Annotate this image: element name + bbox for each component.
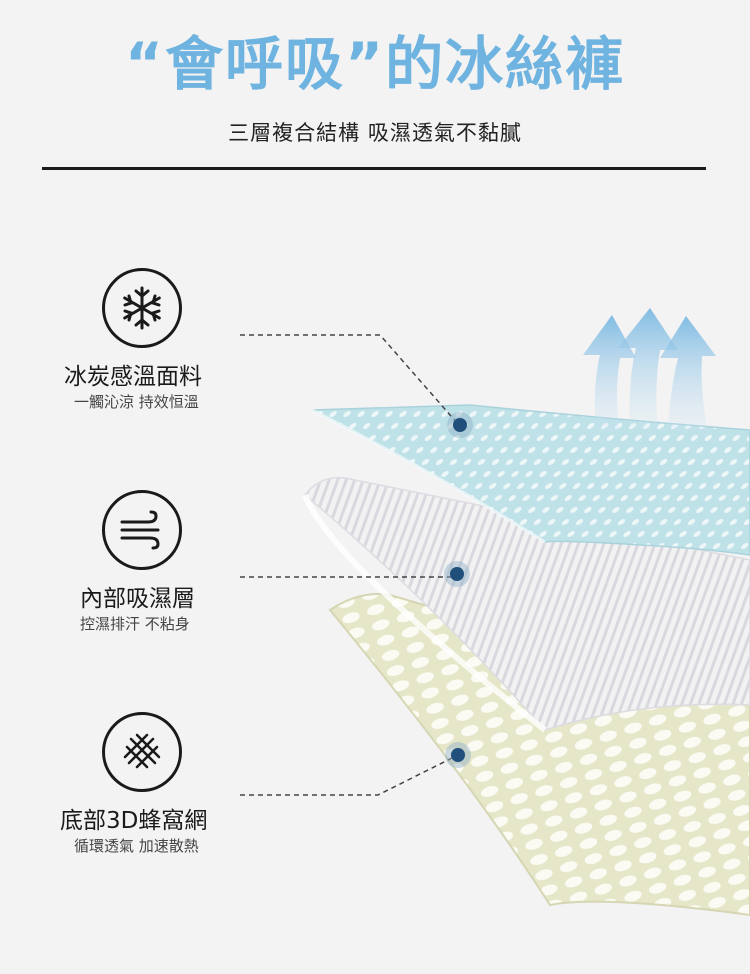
snowflake-icon xyxy=(102,268,182,348)
feature-title-absorb: 內部吸濕層 xyxy=(80,586,195,612)
airflow-arrows xyxy=(583,308,716,432)
marker-bottom xyxy=(445,742,471,768)
feature-title-cooling: 冰炭感溫面料 xyxy=(64,364,202,390)
leader-line-top xyxy=(240,334,459,425)
feature-desc-mesh: 循環透氣 加速散熱 xyxy=(74,837,199,855)
page-title: “會呼吸”的冰絲褲 xyxy=(124,30,626,98)
page-subtitle: 三層複合結構 吸濕透氣不黏膩 xyxy=(228,121,522,145)
mesh-icon xyxy=(102,712,182,792)
feature-desc-absorb: 控濕排汗 不粘身 xyxy=(80,615,190,633)
wind-icon xyxy=(102,490,182,570)
leader-line-bottom xyxy=(240,754,459,796)
marker-middle xyxy=(444,561,470,587)
marker-top xyxy=(447,412,473,438)
feature-desc-cooling: 一觸沁涼 持效恒溫 xyxy=(74,393,199,411)
feature-title-mesh: 底部3D蜂窩網 xyxy=(60,808,208,834)
divider xyxy=(42,167,706,170)
